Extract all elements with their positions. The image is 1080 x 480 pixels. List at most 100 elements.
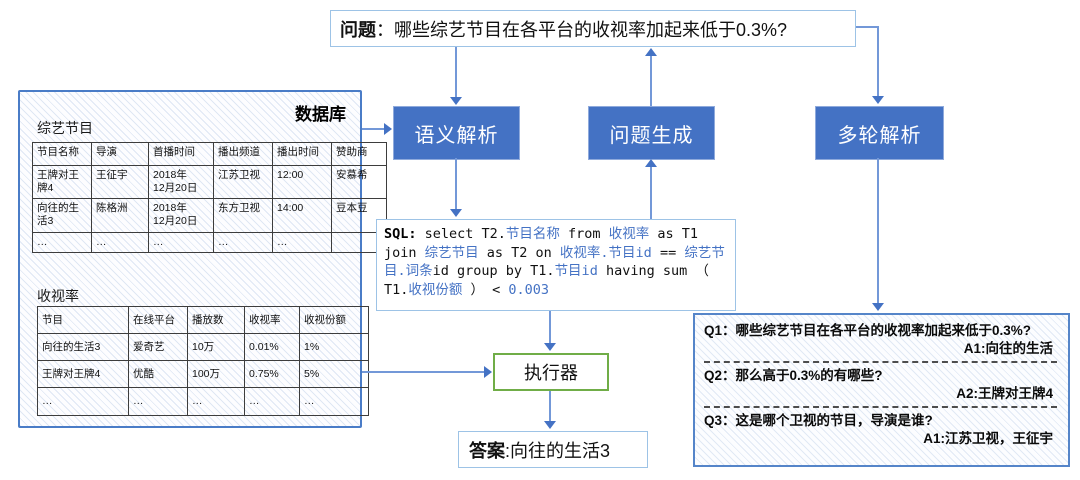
arrowhead-down-icon xyxy=(872,303,884,311)
qa-answer: A2:王牌对王牌4 xyxy=(956,385,1053,401)
column-header-cell: 在线平台 xyxy=(128,305,188,335)
sql-schema-token: 0.003 xyxy=(508,281,550,298)
column-header-cell: 播出频道 xyxy=(213,142,273,166)
column-header-cell: 收视率 xyxy=(244,305,300,335)
answer-box: 答案:向往的生活3 xyxy=(458,431,648,468)
connector-multiturn-to-qa xyxy=(877,158,879,304)
dashed-divider xyxy=(704,361,1057,364)
arrowhead-down-icon xyxy=(450,97,462,105)
qa-question: Q2：那么高于0.3%的有哪些? xyxy=(704,368,883,384)
arrowhead-down-icon xyxy=(544,343,556,351)
sql-box: SQL: select T2.节目名称 from 收视率 as T1 join … xyxy=(376,219,736,311)
table-cell: 安慕希 xyxy=(331,164,387,200)
table-cell: 10万 xyxy=(187,333,245,362)
table-cell: 优酷 xyxy=(128,360,188,389)
table-cell: 王牌对王牌4 xyxy=(32,164,92,200)
connector-db-to-semantic xyxy=(362,128,385,130)
table-header-row: 节目名称导演首播时间播出频道播出时间赞助商 xyxy=(32,142,387,166)
table-header-row: 节目在线平台播放数收视率收视份额 xyxy=(37,305,369,335)
table-cell: … xyxy=(213,231,273,253)
question-label: 问题 xyxy=(340,19,376,40)
table-cell: 2018年 12月20日 xyxy=(148,164,214,200)
sql-keyword-token: id group by T1. xyxy=(432,263,555,280)
column-header-cell: 导演 xyxy=(91,142,149,166)
sql-keyword-token: == xyxy=(651,244,685,261)
table-cell: … xyxy=(187,387,245,416)
table-cell: 1% xyxy=(299,333,369,362)
arrowhead-down-icon xyxy=(450,209,462,217)
module-semantic-parsing: 语义解析 xyxy=(393,106,520,160)
sql-schema-token: 收视率 xyxy=(608,226,650,242)
sql-statement: select T2.节目名称 from 收视率 as T1 join 综艺节目 … xyxy=(384,226,725,298)
table-cell: … xyxy=(244,387,300,416)
table-cell: 陈格洲 xyxy=(91,198,149,233)
sql-schema-token: 综艺节目 xyxy=(424,244,479,261)
connector-sql-to-executor xyxy=(549,311,551,345)
sql-schema-token: 收视率.节目id xyxy=(559,244,652,261)
connector-qgen-to-question xyxy=(650,55,652,106)
database-title: 数据库 xyxy=(295,105,346,124)
table-name-ratings: 收视率 xyxy=(37,288,79,304)
qa-panel: Q1：哪些综艺节目在各平台的收视率加起来低于0.3%? A1:向往的生活 Q2：那么… xyxy=(693,313,1070,467)
sql-keyword-token: as T1 join xyxy=(384,226,698,261)
column-header-cell: 节目名称 xyxy=(32,142,92,166)
connector-executor-to-answer xyxy=(549,391,551,423)
table-cell: 向往的生活3 xyxy=(37,333,129,362)
table-cell: … xyxy=(91,231,149,253)
sql-keyword-token: as T2 on xyxy=(478,244,560,261)
arrowhead-up-icon xyxy=(645,159,657,167)
table-name-variety-shows: 综艺节目 xyxy=(37,120,93,136)
table-cell: 王牌对王牌4 xyxy=(37,360,129,389)
table-cell: 向往的生活3 xyxy=(32,198,92,233)
table-cell: 0.75% xyxy=(244,360,300,389)
table-cell: 5% xyxy=(299,360,369,389)
sql-schema-token: 综艺节目.词条 xyxy=(384,244,725,280)
connector-sql-to-qgen xyxy=(650,166,652,219)
question-text: ：哪些综艺节目在各平台的收视率加起来低于0.3%? xyxy=(376,19,788,40)
executor-box: 执行器 xyxy=(493,353,609,391)
table-cell: … xyxy=(299,387,369,416)
question-box: 问题：哪些综艺节目在各平台的收视率加起来低于0.3%? xyxy=(330,10,856,47)
column-header-cell: 赞助商 xyxy=(331,142,387,166)
qa-answer: A1:向往的生活 xyxy=(963,340,1053,356)
connector-semantic-to-sql xyxy=(455,158,457,211)
qa-question: Q3：这是哪个卫视的节目，导演是谁? xyxy=(704,413,933,429)
arrowhead-down-icon xyxy=(544,421,556,429)
sql-keyword-token: ） < xyxy=(462,281,509,298)
table-cell: 王征宇 xyxy=(91,164,149,200)
table-row: …………… xyxy=(37,387,369,416)
table-cell: … xyxy=(272,231,332,253)
sql-label: SQL: xyxy=(384,226,417,242)
connector-question-to-multiturn-h xyxy=(856,26,879,28)
arrowhead-up-icon xyxy=(645,48,657,56)
table-cell: 爱奇艺 xyxy=(128,333,188,362)
table-cell: 2018年 12月20日 xyxy=(148,198,214,233)
table-cell: 100万 xyxy=(187,360,245,389)
module-question-generation: 问题生成 xyxy=(588,106,715,160)
answer-label: 答案 xyxy=(469,440,505,461)
table-cell: 江苏卫视 xyxy=(213,164,273,200)
sql-keyword-token: from xyxy=(559,226,609,242)
answer-text: :向往的生活3 xyxy=(505,440,611,461)
table-cell: 14:00 xyxy=(272,198,332,233)
table-cell: … xyxy=(148,231,214,253)
table-cell: … xyxy=(37,387,129,416)
connector-question-to-semantic xyxy=(455,47,457,99)
table-cell: 12:00 xyxy=(272,164,332,200)
table-cell: 东方卫视 xyxy=(213,198,273,233)
table-row: …………… xyxy=(32,231,387,253)
qa-question: Q1：哪些综艺节目在各平台的收视率加起来低于0.3%? xyxy=(704,323,1032,338)
dashed-divider xyxy=(704,406,1057,409)
column-header-cell: 节目 xyxy=(37,305,129,335)
table-cell: … xyxy=(32,231,92,253)
connector-question-to-multiturn-v xyxy=(877,26,879,98)
arrowhead-right-icon xyxy=(384,123,392,135)
column-header-cell: 播放数 xyxy=(187,305,245,335)
sql-keyword-token: select T2. xyxy=(416,226,506,242)
